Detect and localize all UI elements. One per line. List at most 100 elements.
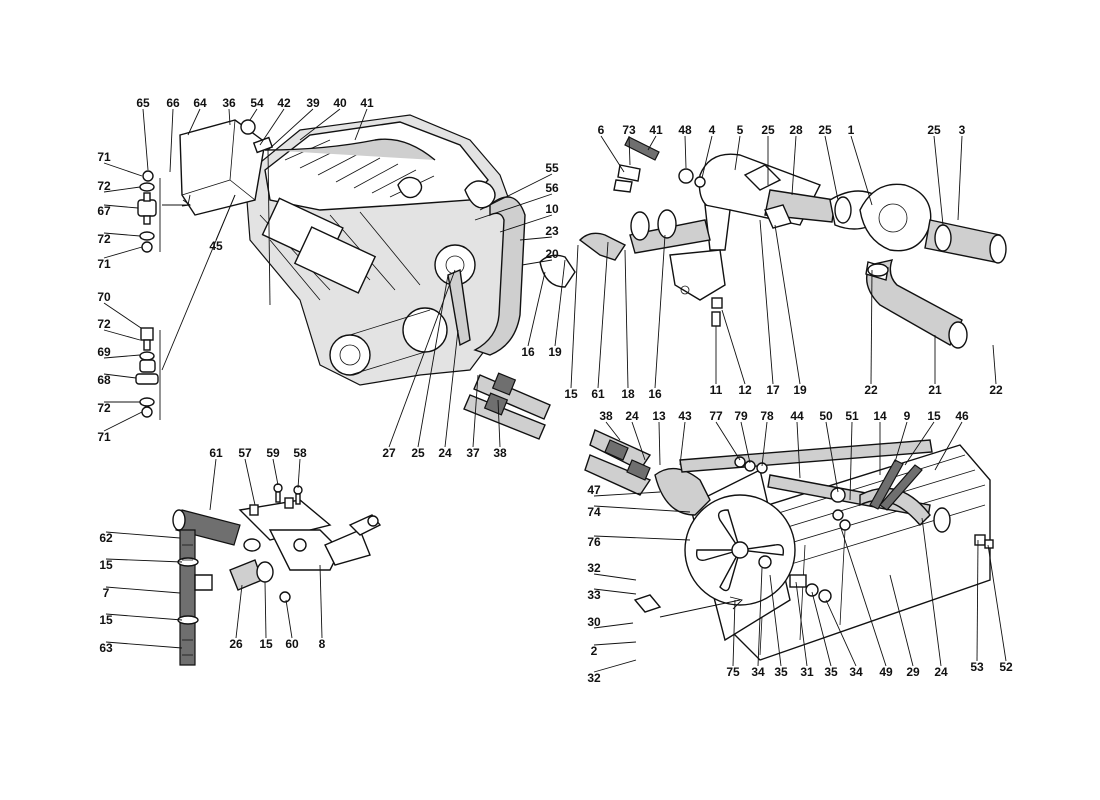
part-label: 35 bbox=[774, 665, 788, 679]
part-label: 1 bbox=[848, 123, 855, 137]
radiator-fan-assembly bbox=[584, 429, 994, 661]
part-label: 32 bbox=[587, 561, 601, 575]
leader-line bbox=[701, 135, 713, 179]
leader-line bbox=[740, 421, 751, 464]
part-label: 32 bbox=[587, 671, 601, 685]
leader-line bbox=[103, 373, 137, 379]
part-label: 28 bbox=[789, 123, 803, 137]
leader-line bbox=[904, 421, 935, 466]
part-label: 65 bbox=[136, 96, 150, 110]
leader-line bbox=[444, 329, 459, 448]
leader-line bbox=[105, 586, 181, 594]
leader-line bbox=[474, 193, 553, 221]
part-label: 22 bbox=[989, 383, 1003, 397]
leader-line bbox=[769, 574, 782, 667]
part-label: 24 bbox=[934, 665, 948, 679]
part-label: 66 bbox=[166, 96, 180, 110]
part-label: 57 bbox=[238, 446, 252, 460]
leader-line bbox=[721, 309, 746, 385]
leader-line bbox=[105, 641, 183, 649]
leader-line bbox=[715, 421, 741, 461]
part-label: 10 bbox=[545, 202, 559, 216]
thermostat-hose-assembly bbox=[539, 136, 1007, 349]
leader-line bbox=[244, 458, 256, 506]
leader-line bbox=[600, 135, 625, 173]
part-label: 44 bbox=[790, 409, 804, 423]
part-label: 29 bbox=[906, 665, 920, 679]
leader-line bbox=[285, 599, 293, 639]
part-label: 71 bbox=[97, 257, 111, 271]
leader-line bbox=[354, 108, 368, 141]
part-label: 3 bbox=[959, 123, 966, 137]
leader-line bbox=[774, 224, 801, 385]
part-label: 62 bbox=[99, 531, 113, 545]
part-label: 25 bbox=[761, 123, 775, 137]
leader-line bbox=[889, 574, 914, 667]
mounting-hardware-left bbox=[135, 170, 236, 420]
leader-line bbox=[654, 234, 666, 389]
leader-line bbox=[605, 421, 621, 441]
leader-line bbox=[472, 374, 479, 448]
leader-line bbox=[103, 411, 143, 432]
part-label: 60 bbox=[285, 637, 299, 651]
leader-line bbox=[791, 135, 797, 196]
part-label: 23 bbox=[545, 224, 559, 238]
leader-line bbox=[103, 232, 141, 237]
part-label: 40 bbox=[333, 96, 347, 110]
part-label: 79 bbox=[734, 409, 748, 423]
part-label: 27 bbox=[382, 446, 396, 460]
part-label: 58 bbox=[293, 446, 307, 460]
leader-line bbox=[894, 421, 908, 463]
leader-line bbox=[839, 524, 887, 667]
leader-line bbox=[825, 599, 857, 667]
part-label: 34 bbox=[751, 665, 765, 679]
leader-line bbox=[259, 108, 285, 146]
leader-line bbox=[849, 421, 853, 501]
leader-line bbox=[554, 259, 566, 347]
part-label: 15 bbox=[564, 387, 578, 401]
leader-line bbox=[933, 135, 944, 226]
part-label: 37 bbox=[466, 446, 480, 460]
leader-line bbox=[228, 108, 231, 126]
leader-line bbox=[597, 241, 609, 389]
part-label: 72 bbox=[97, 317, 111, 331]
leader-line bbox=[297, 458, 301, 489]
leader-line bbox=[319, 564, 323, 639]
leader-line bbox=[631, 421, 646, 461]
part-label: 17 bbox=[766, 383, 780, 397]
leader-line bbox=[209, 458, 217, 511]
part-label: 48 bbox=[678, 123, 692, 137]
leader-line bbox=[103, 204, 139, 209]
leader-line bbox=[142, 108, 149, 171]
part-label: 31 bbox=[800, 665, 814, 679]
part-label: 61 bbox=[209, 446, 223, 460]
part-label: 36 bbox=[222, 96, 236, 110]
leader-line bbox=[527, 271, 546, 347]
part-label: 16 bbox=[521, 345, 535, 359]
part-label: 72 bbox=[97, 232, 111, 246]
part-label: 15 bbox=[99, 558, 113, 572]
part-label: 8 bbox=[319, 637, 326, 651]
part-label: 61 bbox=[591, 387, 605, 401]
leader-line bbox=[103, 354, 141, 359]
leader-line bbox=[593, 622, 634, 629]
leader-line bbox=[235, 584, 243, 639]
leader-line bbox=[934, 421, 963, 471]
part-label: 76 bbox=[587, 535, 601, 549]
leader-line bbox=[103, 162, 143, 177]
part-label: 22 bbox=[864, 383, 878, 397]
leader-line bbox=[267, 108, 314, 151]
part-label: 15 bbox=[259, 637, 273, 651]
leader-line bbox=[105, 531, 181, 539]
leader-line bbox=[169, 108, 174, 173]
part-label: 15 bbox=[99, 613, 113, 627]
leader-line bbox=[795, 581, 808, 667]
part-label: 24 bbox=[438, 446, 452, 460]
part-label: 34 bbox=[849, 665, 863, 679]
part-label: 74 bbox=[587, 505, 601, 519]
part-label: 69 bbox=[97, 345, 111, 359]
leader-line bbox=[825, 421, 839, 493]
leader-line bbox=[519, 236, 553, 241]
leader-line bbox=[850, 135, 873, 206]
part-label: 43 bbox=[678, 409, 692, 423]
